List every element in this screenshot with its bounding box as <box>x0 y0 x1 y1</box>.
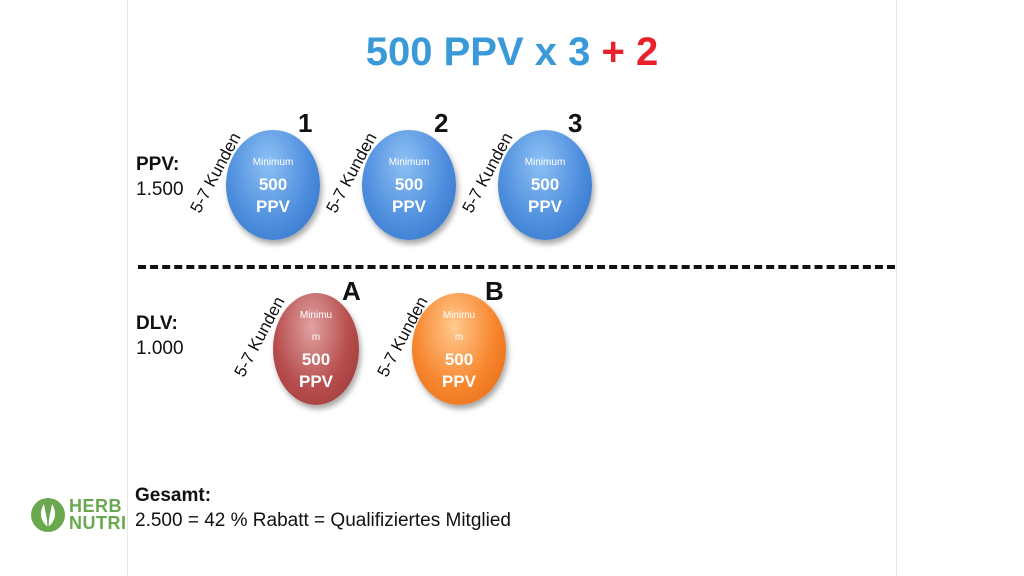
node-min-label-part2: m <box>454 332 464 343</box>
node-amount: 500 <box>394 175 424 194</box>
title-main: 500 PPV x 3 <box>365 30 591 74</box>
node-ppv-2: Minimum 500 PPV <box>362 130 456 240</box>
summary-text: 2.500 = 42 % Rabatt = Qualifiziertes Mit… <box>135 510 511 531</box>
node-dlv-b: Minimu m 500 PPV <box>412 293 506 405</box>
node-unit: PPV <box>298 372 334 391</box>
ppv-label: PPV: 1.500 <box>136 152 184 202</box>
dlv-label: DLV: 1.000 <box>136 311 184 361</box>
logo-text-line2: NUTRI <box>69 513 127 533</box>
node-number-3: 3 <box>568 108 583 138</box>
logo-text: HERB NUTRI <box>69 496 127 533</box>
node-number-1: 1 <box>298 108 313 138</box>
node-amount: 500 <box>530 175 560 194</box>
node-amount: 500 <box>258 175 288 194</box>
node-min-label-part1: Minimu <box>442 310 476 321</box>
dlv-label-colon: : <box>171 313 178 334</box>
node-unit: PPV <box>391 197 427 216</box>
summary-colon: : <box>204 485 212 506</box>
node-ppv-3: Minimum 500 PPV <box>498 130 592 240</box>
dlv-value: 1.000 <box>136 338 184 359</box>
summary-block: Gesamt: 2.500 = 42 % Rabatt = Qualifizie… <box>135 483 511 533</box>
logo-text-line1: HERB <box>69 496 123 516</box>
node-min-label-part2: m <box>311 332 321 343</box>
ppv-label-colon: : <box>172 154 180 175</box>
node-number-2: 2 <box>434 108 449 138</box>
slide-title: 500 PPV x 3 + 2 <box>0 30 1024 75</box>
node-letter-b: B <box>485 276 504 306</box>
leaf-icon <box>31 498 65 532</box>
node-amount: 500 <box>301 350 331 369</box>
node-unit: PPV <box>527 197 563 216</box>
node-dlv-a: Minimu m 500 PPV <box>273 293 359 405</box>
right-guide-line <box>896 0 897 576</box>
title-plus: + 2 <box>601 30 659 74</box>
node-letter-a: A <box>342 276 361 306</box>
node-min-label-part1: Minimu <box>299 310 333 321</box>
node-unit: PPV <box>255 197 291 216</box>
dlv-label-head: DLV <box>136 313 172 334</box>
node-ppv-1: Minimum 500 PPV <box>226 130 320 240</box>
left-guide-line <box>127 0 128 576</box>
summary-head: Gesamt <box>135 485 205 506</box>
ppv-label-head: PPV <box>136 154 173 175</box>
node-min-label: Minimum <box>252 157 294 168</box>
node-amount: 500 <box>444 350 474 369</box>
dashed-divider <box>138 265 895 269</box>
ppv-value: 1.500 <box>136 179 184 200</box>
node-unit: PPV <box>441 372 477 391</box>
node-min-label: Minimum <box>388 157 430 168</box>
node-min-label: Minimum <box>524 157 566 168</box>
herbalife-logo: HERB NUTRI <box>30 494 128 536</box>
